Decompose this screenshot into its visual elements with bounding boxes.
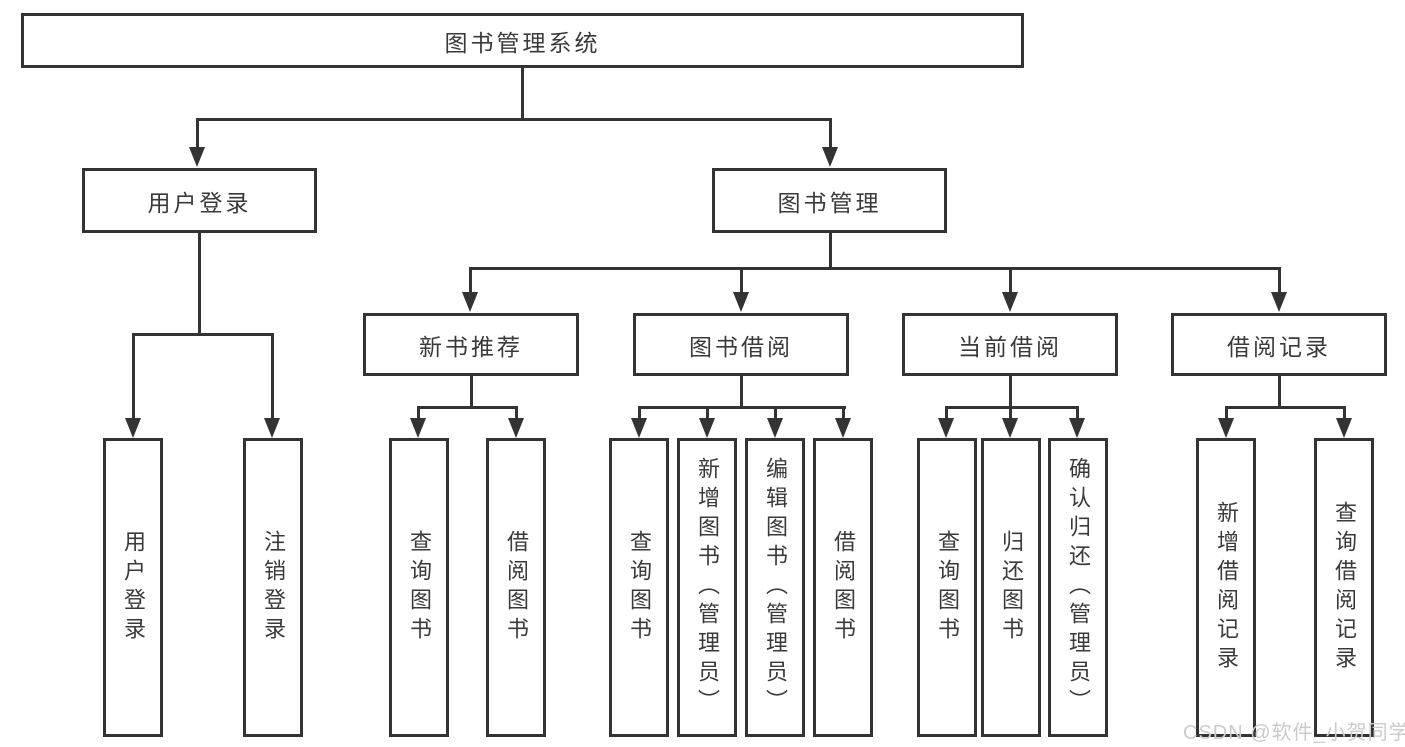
watermark: CSDN @软件_小贺同学 — [1183, 722, 1405, 744]
arrow-down-icon — [1002, 292, 1018, 312]
connector-line — [842, 406, 845, 420]
connector-line — [1343, 406, 1346, 420]
arrow-down-icon — [835, 418, 851, 438]
node-user-login: 用户登录 — [82, 168, 317, 233]
arrow-down-icon — [1336, 418, 1352, 438]
leaf-edit-books-admin: 编辑图书（管理员） — [745, 438, 805, 737]
arrow-down-icon — [699, 418, 715, 438]
arrow-down-icon — [822, 147, 838, 167]
node-new-book-recommendation: 新书推荐 — [363, 313, 579, 376]
connector-line — [829, 118, 832, 152]
arrow-down-icon — [462, 292, 478, 312]
node-borrowing-records: 借阅记录 — [1171, 313, 1387, 376]
leaf-add-books-admin: 新增图书（管理员） — [677, 438, 737, 737]
arrow-down-icon — [631, 418, 647, 438]
connector-line — [469, 267, 1281, 270]
leaf-return-books: 归还图书 — [981, 438, 1041, 737]
leaf-query-books-recommend: 查询图书 — [389, 438, 449, 737]
connector-line — [829, 233, 832, 270]
leaf-query-books-borrow: 查询图书 — [609, 438, 669, 737]
connector-line — [774, 406, 777, 420]
connector-line — [198, 233, 201, 336]
arrow-down-icon — [508, 418, 524, 438]
connector-line — [638, 406, 641, 420]
arrow-down-icon — [125, 418, 141, 438]
leaf-query-books-current: 查询图书 — [917, 438, 977, 737]
connector-line — [1076, 406, 1079, 420]
leaf-user-login: 用户登录 — [103, 438, 163, 737]
node-current-borrowing: 当前借阅 — [902, 313, 1118, 376]
connector-line — [1009, 406, 1012, 420]
connector-line — [945, 406, 1079, 409]
leaf-logout: 注销登录 — [243, 438, 303, 737]
connector-line — [638, 406, 846, 409]
connector-line — [417, 406, 518, 409]
node-book-borrowing: 图书借阅 — [633, 313, 849, 376]
connector-line — [196, 118, 832, 121]
arrow-down-icon — [1002, 418, 1018, 438]
leaf-borrow-books-recommend: 借阅图书 — [486, 438, 546, 737]
arrow-down-icon — [767, 418, 783, 438]
connector-line — [945, 406, 948, 420]
connector-line — [271, 333, 274, 419]
arrow-down-icon — [1218, 418, 1234, 438]
connector-line — [706, 406, 709, 420]
leaf-add-borrow-record: 新增借阅记录 — [1196, 438, 1256, 737]
connector-line — [1225, 406, 1345, 409]
connector-line — [196, 118, 199, 152]
arrow-down-icon — [189, 147, 205, 167]
connector-line — [1009, 376, 1012, 409]
connector-line — [417, 406, 420, 420]
connector-line — [740, 267, 743, 293]
node-book-management: 图书管理 — [712, 168, 947, 233]
leaf-borrow-books: 借阅图书 — [813, 438, 873, 737]
connector-line — [132, 333, 135, 419]
connector-line — [132, 333, 274, 336]
node-library-management-system: 图书管理系统 — [21, 13, 1024, 68]
connector-line — [1278, 267, 1281, 293]
arrow-down-icon — [733, 292, 749, 312]
arrow-down-icon — [1069, 418, 1085, 438]
leaf-confirm-return-admin: 确认归还（管理员） — [1048, 438, 1108, 737]
connector-line — [1009, 267, 1012, 293]
arrow-down-icon — [938, 418, 954, 438]
connector-line — [469, 267, 472, 293]
leaf-query-borrow-record: 查询借阅记录 — [1314, 438, 1374, 737]
arrow-down-icon — [410, 418, 426, 438]
connector-line — [521, 68, 524, 120]
arrow-down-icon — [264, 418, 280, 438]
arrow-down-icon — [1271, 292, 1287, 312]
connector-line — [515, 406, 518, 420]
connector-line — [470, 376, 473, 409]
connector-line — [1278, 376, 1281, 409]
connector-line — [1225, 406, 1228, 420]
connector-line — [740, 376, 743, 409]
